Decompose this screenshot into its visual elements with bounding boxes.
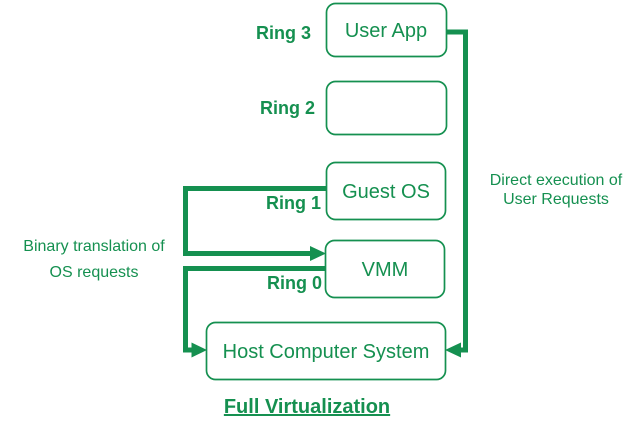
- binary-translation-annotation-line2: OS requests: [50, 264, 139, 281]
- connector-guestos-to-vmm: [183, 186, 327, 256]
- ring2-empty-box: [325, 80, 448, 136]
- host-computer-system-box: [205, 321, 447, 381]
- user-app-label: User App: [345, 20, 427, 42]
- vmm-box: [324, 239, 446, 299]
- user-app-box: [325, 2, 448, 58]
- direct-execution-annotation-line1: Direct execution of: [490, 172, 623, 189]
- diagram-title: Full Virtualization: [224, 396, 390, 418]
- guest-os-label: Guest OS: [342, 181, 430, 203]
- binary-translation-annotation-line1: Binary translation of: [23, 238, 165, 255]
- host-computer-system-label: Host Computer System: [223, 341, 430, 363]
- ring1-label: Ring 1: [266, 193, 321, 213]
- arrowhead-into-host-right-icon: [445, 342, 461, 358]
- guest-os-box: [325, 161, 447, 221]
- vmm-label: VMM: [362, 259, 409, 281]
- ring2-label: Ring 2: [260, 98, 315, 118]
- connector-vmm-to-host: [183, 266, 326, 353]
- connector-userapp-to-host: [446, 29, 468, 353]
- ring3-label: Ring 3: [256, 23, 311, 43]
- direct-execution-annotation-line2: User Requests: [503, 191, 609, 208]
- arrowhead-into-vmm-icon: [310, 246, 326, 261]
- ring0-label: Ring 0: [267, 273, 322, 293]
- arrowhead-into-host-left-icon: [191, 342, 207, 358]
